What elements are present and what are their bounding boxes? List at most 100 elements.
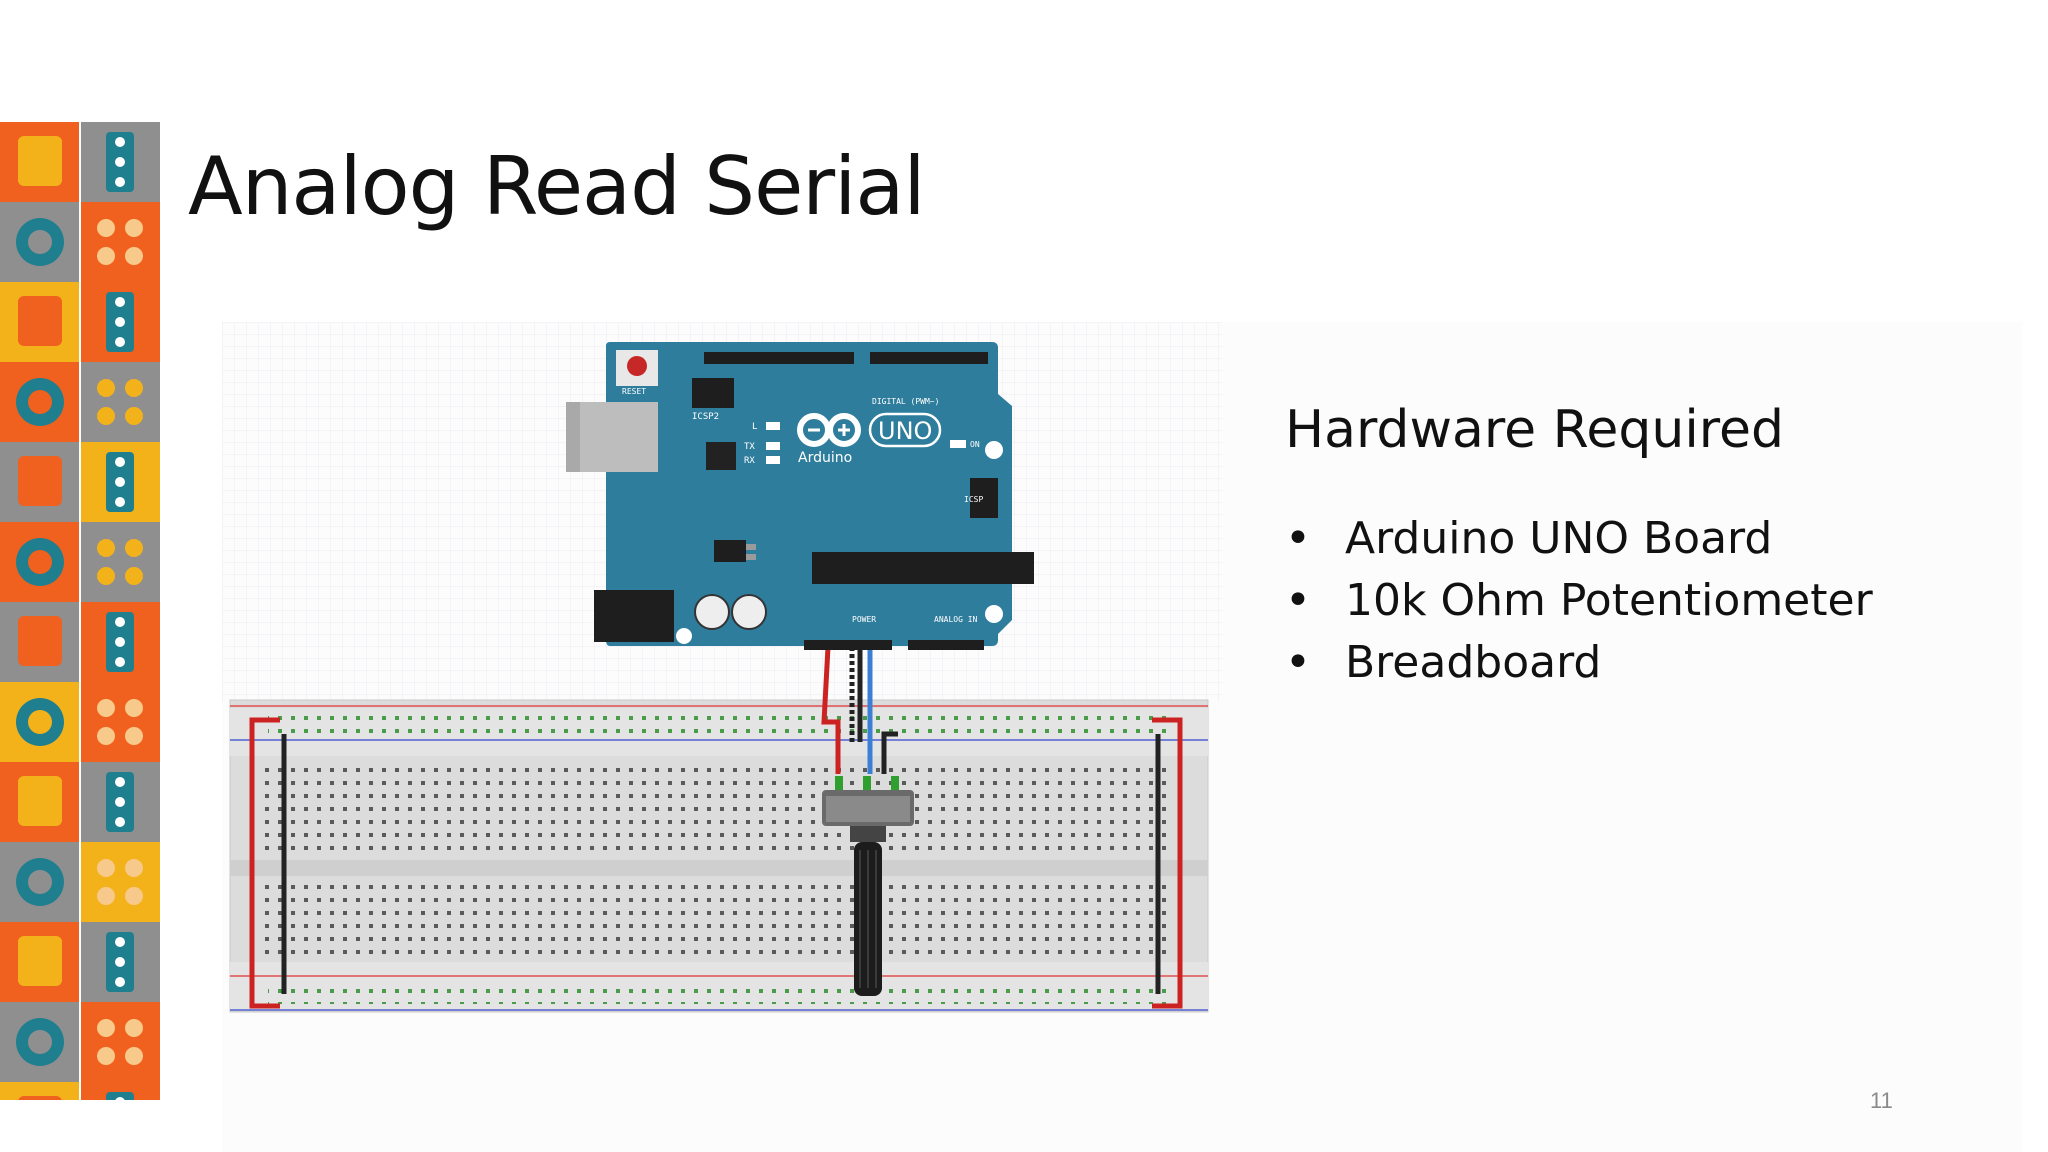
rx-label: RX <box>744 456 755 466</box>
hardware-item-label: 10k Ohm Potentiometer <box>1345 575 1873 626</box>
list-item: • Breadboard <box>1285 632 1985 694</box>
led-dot-icon <box>125 727 143 745</box>
power-header-label: POWER <box>852 615 876 624</box>
led-dot-icon <box>125 407 143 425</box>
hardware-list: • Arduino UNO Board • 10k Ohm Potentiome… <box>1285 508 1985 694</box>
led-dot-icon <box>125 247 143 265</box>
reset-label: RESET <box>622 387 646 396</box>
l-led-label: L <box>752 422 757 432</box>
led-dot-icon <box>97 1019 115 1037</box>
led-dot-icon <box>97 567 115 585</box>
led-dot-icon <box>97 539 115 557</box>
led-dot-icon <box>125 859 143 877</box>
component-pin-dot <box>115 317 125 327</box>
bullet-marker: • <box>1285 513 1311 564</box>
led-dot-icon <box>97 727 115 745</box>
component-pin-dot <box>115 297 125 307</box>
component-pin-dot <box>115 777 125 787</box>
component-pin-dot <box>115 817 125 827</box>
icsp-label: ICSP <box>964 495 983 504</box>
uno-model-label: UNO <box>878 417 932 445</box>
strip-tile <box>80 362 160 442</box>
chip-icon <box>18 936 62 986</box>
led-dot-icon <box>97 219 115 237</box>
chip-icon <box>18 1096 62 1100</box>
strip-tile <box>80 1002 160 1082</box>
page-number: 11 <box>1870 1088 1893 1113</box>
list-item: • 10k Ohm Potentiometer <box>1285 570 1985 632</box>
arduino-brand-label: Arduino <box>798 450 852 466</box>
chip-icon <box>18 456 62 506</box>
chip-icon <box>18 296 62 346</box>
led-dot-icon <box>97 247 115 265</box>
led-dot-icon <box>125 699 143 717</box>
on-led-label: ON <box>970 440 980 449</box>
knob-center <box>28 710 52 734</box>
led-dot-icon <box>125 219 143 237</box>
led-dot-icon <box>97 379 115 397</box>
strip-tile <box>80 1082 160 1100</box>
slide-title: Analog Read Serial <box>188 140 926 233</box>
component-pin-dot <box>115 497 125 507</box>
list-item: • Arduino UNO Board <box>1285 508 1985 570</box>
component-pin-dot <box>115 1097 125 1100</box>
knob-center <box>28 870 52 894</box>
led-dot-icon <box>125 539 143 557</box>
digital-pwm-label: DIGITAL (PWM~) <box>872 397 939 406</box>
component-pin-dot <box>115 937 125 947</box>
hardware-heading: Hardware Required <box>1285 400 1785 460</box>
component-pin-dot <box>115 177 125 187</box>
component-pin-dot <box>115 637 125 647</box>
led-dot-icon <box>125 1019 143 1037</box>
strip-tile <box>80 842 160 922</box>
strip-tile <box>80 522 160 602</box>
component-pattern <box>0 122 160 1100</box>
hardware-required-panel: Hardware Required • Arduino UNO Board • … <box>1285 400 1985 694</box>
hardware-item-label: Arduino UNO Board <box>1345 513 1773 564</box>
strip-tile <box>80 202 160 282</box>
tx-label: TX <box>744 442 755 452</box>
led-dot-icon <box>97 1047 115 1065</box>
led-dot-icon <box>97 859 115 877</box>
led-dot-icon <box>125 1047 143 1065</box>
component-pin-dot <box>115 157 125 167</box>
led-dot-icon <box>97 407 115 425</box>
breadboard <box>229 699 1209 1013</box>
knob-center <box>28 390 52 414</box>
analog-in-label: ANALOG IN <box>934 615 978 624</box>
chip-icon <box>18 136 62 186</box>
bullet-marker: • <box>1285 637 1311 688</box>
component-pin-dot <box>115 957 125 967</box>
knob-center <box>28 550 52 574</box>
component-pin-dot <box>115 457 125 467</box>
led-dot-icon <box>97 699 115 717</box>
led-dot-icon <box>125 379 143 397</box>
wires <box>821 646 898 774</box>
component-pin-dot <box>115 797 125 807</box>
led-dot-icon <box>125 567 143 585</box>
component-icon <box>106 1092 134 1100</box>
bullet-marker: • <box>1285 575 1311 626</box>
icsp2-label: ICSP2 <box>692 412 719 422</box>
arduino-uno-board: RESET ICSP2 L TX RX Arduino UNO <box>566 342 1034 650</box>
circuit-diagram: RESET ICSP2 L TX RX Arduino UNO <box>222 322 1222 1022</box>
hardware-item-label: Breadboard <box>1345 637 1602 688</box>
circuit-illustration: RESET ICSP2 L TX RX Arduino UNO <box>222 322 1222 1013</box>
component-pin-dot <box>115 137 125 147</box>
led-dot-icon <box>97 887 115 905</box>
component-pin-dot <box>115 657 125 667</box>
chip-icon <box>18 776 62 826</box>
strip-tile <box>80 682 160 762</box>
led-dot-icon <box>125 887 143 905</box>
component-pin-dot <box>115 477 125 487</box>
component-pin-dot <box>115 337 125 347</box>
knob-center <box>28 230 52 254</box>
chip-icon <box>18 616 62 666</box>
component-pin-dot <box>115 977 125 987</box>
strip-tile <box>0 1082 80 1100</box>
component-pin-dot <box>115 617 125 627</box>
potentiometer <box>822 776 914 996</box>
decorative-side-strip <box>0 122 160 1100</box>
knob-center <box>28 1030 52 1054</box>
